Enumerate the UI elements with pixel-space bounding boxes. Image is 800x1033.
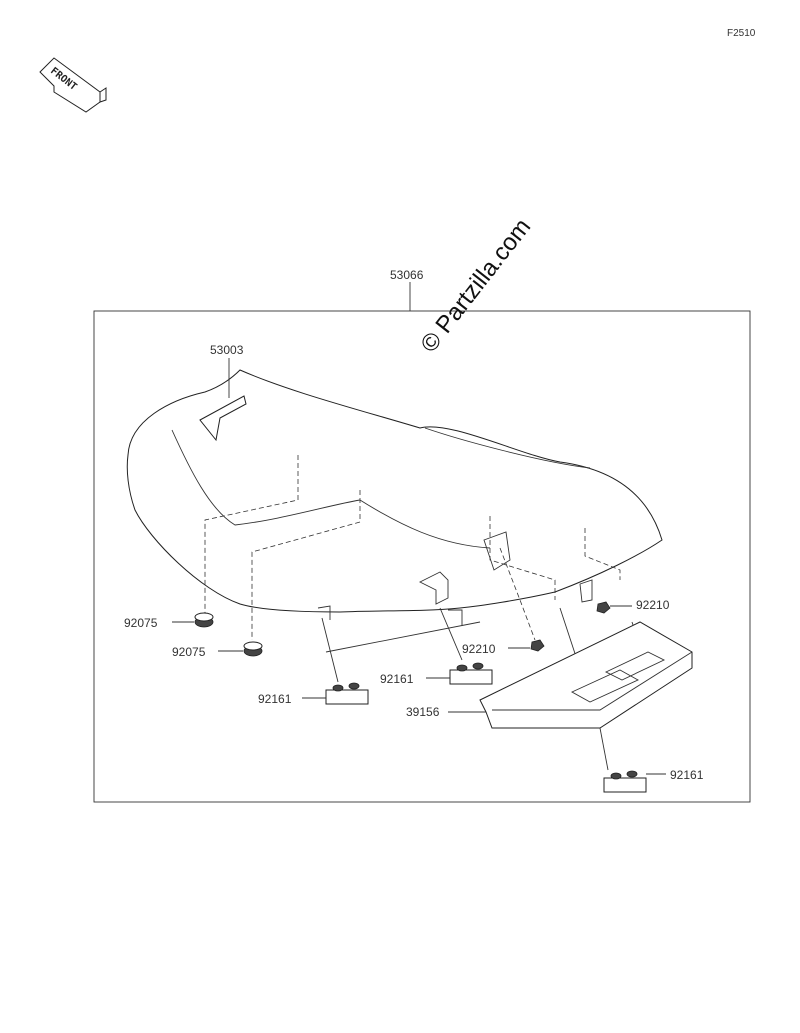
seat-illustration [126, 358, 663, 626]
damper-upper-part-number: 92075 [124, 616, 158, 630]
front-arrow-icon: FRONT [39, 57, 107, 113]
damper-upper [172, 612, 214, 628]
watermark: © Partzilla.com [415, 214, 536, 358]
seat-cover-part-number: 53003 [210, 343, 244, 357]
diagram-code: F2510 [727, 28, 756, 39]
clip-left-part-number: 92161 [258, 692, 292, 706]
nut-center-part-number: 92210 [462, 642, 496, 656]
damper-lower-part-number: 92075 [172, 645, 206, 659]
nut-center [508, 639, 545, 652]
nut-right-part-number: 92210 [636, 598, 670, 612]
damper-lower [218, 641, 263, 657]
assembly-part-number: 53066 [390, 268, 424, 282]
assembly-frame [93, 310, 751, 803]
clip-left [302, 682, 369, 705]
tray [448, 621, 693, 729]
clip-center [426, 662, 493, 685]
nut-right [596, 601, 632, 614]
clip-center-part-number: 92161 [380, 672, 414, 686]
clip-right-part-number: 92161 [670, 768, 704, 782]
tray-part-number: 39156 [406, 705, 440, 719]
clip-right [603, 770, 666, 793]
